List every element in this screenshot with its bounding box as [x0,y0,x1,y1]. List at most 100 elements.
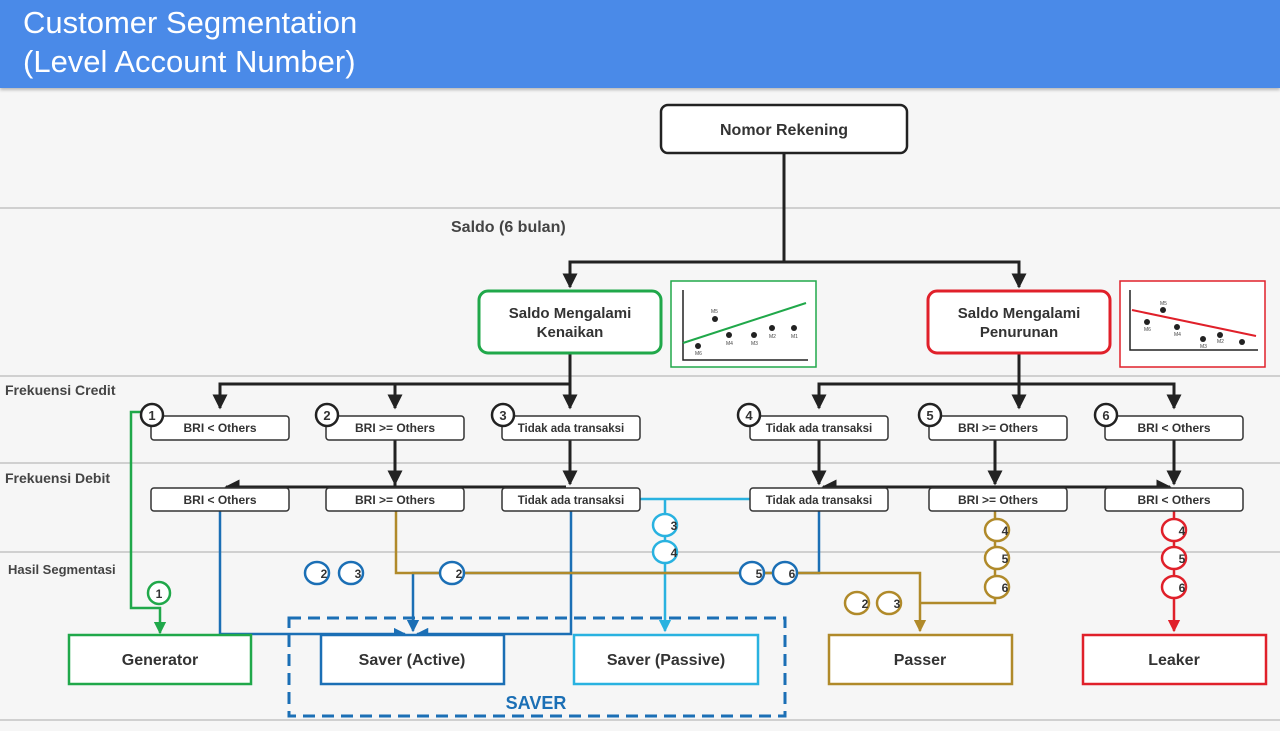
marker-green [146,580,172,606]
header-bar: Customer Segmentation (Level Account Num… [0,0,1280,88]
credit-box-6 [1104,415,1244,441]
marker-gold-num: 5 [1002,552,1009,566]
marker-green-num: 1 [156,587,163,601]
debit-box-3-label: Tidak ada transaksi [518,495,625,507]
saldo-penurunan-box [926,289,1112,355]
marker-cyan-num: 3 [671,519,678,533]
marker-gold-num: 3 [894,597,901,611]
credit-row: BRI < Others BRI >= Others Tidak ada tra… [139,402,1244,441]
marker-blue [738,560,766,586]
credit-box-2 [325,415,465,441]
marker-gold [875,590,903,616]
marker-red-num: 5 [1179,552,1186,566]
chart-down-pt-label: M2 [1217,339,1224,345]
credit-badge-1 [139,402,165,428]
chart-up-pt-label: M6 [695,351,702,357]
credit-badge-4 [736,402,762,428]
chart-up-pt-label: M1 [791,334,798,340]
page-title-line1: Customer Segmentation [23,5,358,40]
marker-blue-num: 2 [456,567,463,581]
debit-row: BRI < Others BRI >= Others Tidak ada tra… [150,487,1244,512]
credit-box-2-label: BRI >= Others [355,421,435,435]
credit-badge-1-num: 1 [148,408,155,423]
result-passer-box [827,633,1014,686]
chart-up-pt-label: M2 [769,334,776,340]
marker-blue-num: 5 [756,567,763,581]
marker-blue [337,560,365,586]
page-title-line2: (Level Account Number) [23,44,356,79]
credit-badge-5-num: 5 [926,408,933,423]
debit-box-2 [325,487,465,512]
credit-box-1 [150,415,290,441]
marker-gold-num: 2 [862,597,869,611]
result-passer-label: Passer [894,652,947,669]
saldo-kenaikan-line2: Kenaikan [537,324,604,341]
debit-box-5 [928,487,1068,512]
marker-cyan [651,512,679,538]
saldo-penurunan-line1: Saldo Mengalami [958,305,1081,322]
credit-box-4-label: Tidak ada transaksi [766,423,873,435]
chart-up-pt-label: M4 [726,341,733,347]
marker-red [1160,517,1188,543]
saver-group-outline [287,616,787,718]
label-frekuensi-debit: Frekuensi Debit [5,470,110,486]
marker-blue [771,560,799,586]
marker-red [1160,545,1188,571]
debit-box-5-label: BRI >= Others [958,493,1038,507]
debit-box-1-label: BRI < Others [183,493,256,507]
debit-box-6-label: BRI < Others [1137,493,1210,507]
debit-box-3 [501,487,641,512]
marker-red-num: 4 [1179,524,1186,538]
result-saver-passive-label: Saver (Passive) [607,652,725,669]
credit-badge-2-num: 2 [323,408,330,423]
marker-red-num: 6 [1179,581,1186,595]
chart-down-pt-label: M4 [1174,332,1181,338]
green-flow [129,410,167,635]
marker-gold [843,590,871,616]
label-saldo: Saldo (6 bulan) [451,219,566,236]
credit-box-5-label: BRI >= Others [958,421,1038,435]
credit-badge-6-num: 6 [1102,408,1109,423]
saver-group-label: SAVER [506,693,567,713]
credit-badge-6 [1093,402,1119,428]
row-separators [0,207,1280,721]
result-saver-passive-box [572,633,760,686]
result-leaker-label: Leaker [1148,652,1200,669]
result-leaker-box [1081,633,1268,686]
credit-badge-3 [490,402,516,428]
credit-box-6-label: BRI < Others [1137,421,1210,435]
marker-gold-num: 6 [1002,581,1009,595]
credit-badge-2 [314,402,340,428]
mini-chart-increase: M6 M5 M4 M3 M2 M1 [670,280,817,368]
result-saver-active-box [319,633,506,686]
tree-connectors [212,153,1182,495]
marker-gold [983,574,1011,600]
credit-badge-3-num: 3 [499,408,506,423]
saldo-penurunan-line2: Penurunan [980,324,1058,341]
credit-box-3 [501,415,641,441]
chart-down-pt-label: M6 [1144,327,1151,333]
chart-down-pt-label: M3 [1200,344,1207,350]
marker-cyan [651,539,679,565]
result-saver-active-label: Saver (Active) [359,652,466,669]
chart-up-pt-label: M5 [711,309,718,315]
root-label: Nomor Rekening [720,122,848,139]
debit-box-4 [749,487,889,512]
marker-gold-num: 4 [1002,524,1009,538]
saldo-kenaikan-box [477,289,663,355]
marker-blue [303,560,331,586]
marker-gold [983,545,1011,571]
saldo-kenaikan-line1: Saldo Mengalami [509,305,632,322]
marker-blue-num: 3 [355,567,362,581]
label-hasil-segmentasi: Hasil Segmentasi [8,562,116,577]
marker-gold [983,517,1011,543]
credit-box-5 [928,415,1068,441]
mini-chart-decrease: M6 M5 M4 M3 M2 [1119,280,1266,368]
marker-blue-num: 2 [321,567,328,581]
marker-cyan-num: 4 [671,546,678,560]
chart-up-pt-label: M3 [751,341,758,347]
debit-box-1 [150,487,290,512]
marker-red [1160,574,1188,600]
debit-box-4-label: Tidak ada transaksi [766,495,873,507]
